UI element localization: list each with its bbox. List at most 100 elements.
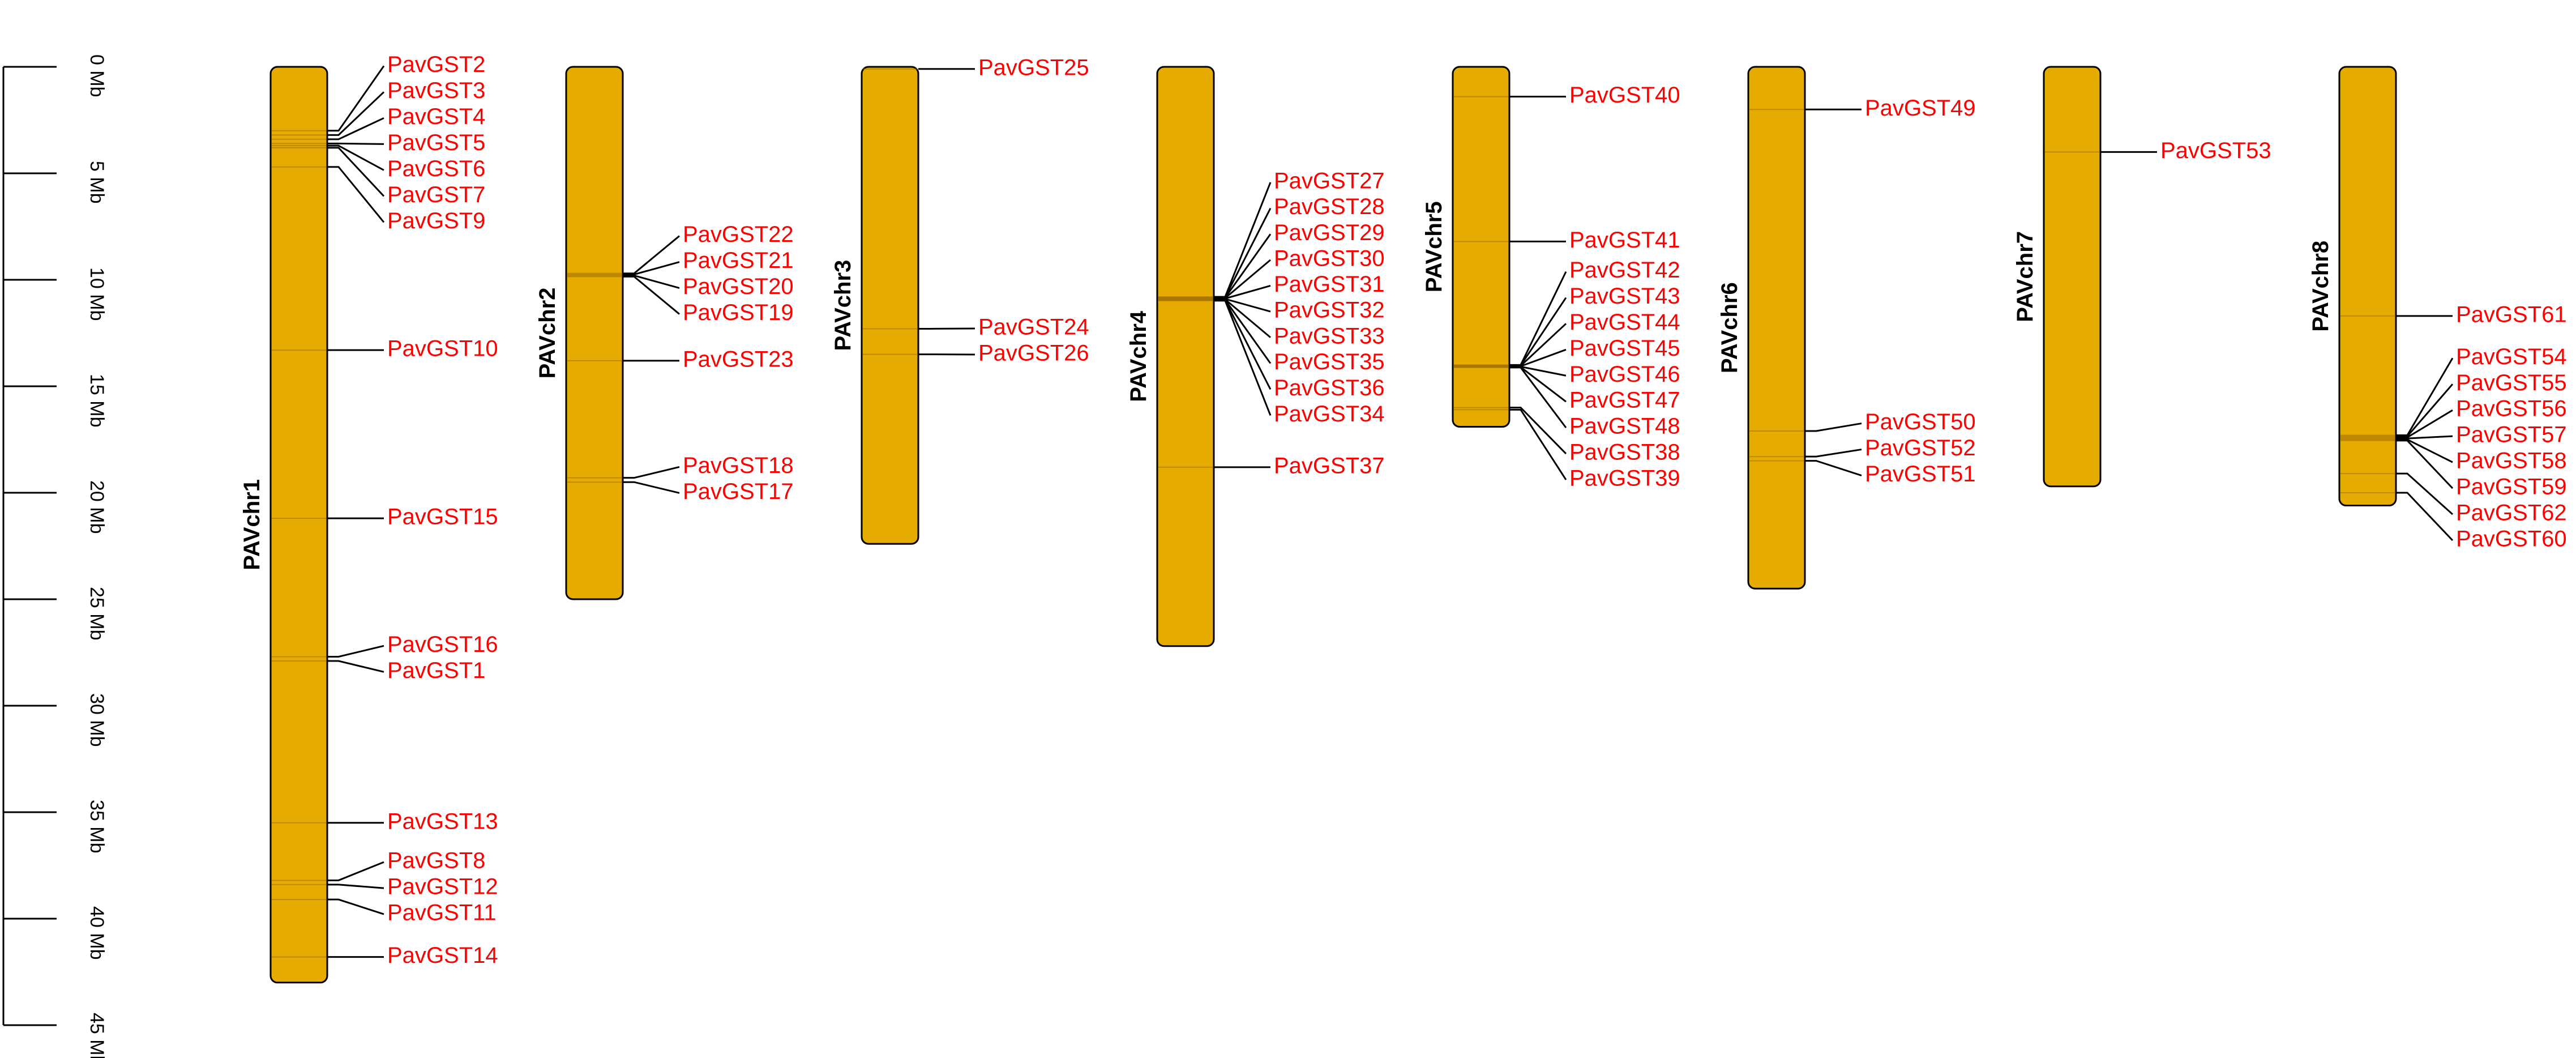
gene-label: PavGST36 [1274, 376, 1385, 400]
chromosome-pavchr5: PAVchr5PavGST40PavGST41PavGST42PavGST43P… [1422, 66, 1680, 491]
chromosome-label: PAVchr8 [2308, 241, 2333, 332]
chromosome-body [2043, 66, 2102, 488]
gene-label: PavGST4 [387, 104, 485, 129]
gene-leader-line [2396, 472, 2454, 515]
gene-leader-line [623, 235, 680, 275]
gene-leader-line [327, 660, 384, 673]
gene-label: PavGST59 [2456, 475, 2567, 500]
gene-leader-line [623, 481, 680, 494]
gene-leader-line [1805, 460, 1862, 476]
gene-label: PavGST37 [1274, 453, 1385, 478]
chromosome-label: PAVchr3 [831, 260, 855, 351]
chromosome-body [1747, 66, 1806, 590]
scale-tick-label: 10 Mb [86, 267, 108, 321]
gene-leader-line [2396, 435, 2453, 440]
gene-leader-line [327, 884, 384, 889]
gene-leader-line [2396, 440, 2454, 489]
gene-leader-line [327, 65, 385, 132]
gene-label: PavGST24 [978, 315, 1089, 340]
gene-leader-line [327, 861, 384, 881]
gene-label: PavGST26 [978, 341, 1089, 366]
gene-label: PavGST43 [1569, 284, 1680, 309]
gene-label: PavGST23 [683, 347, 794, 372]
scale-tick-label: 0 Mb [86, 54, 108, 97]
gene-leader-line [1805, 423, 1862, 432]
gene-label: PavGST50 [1865, 409, 1976, 434]
gene-label: PavGST16 [387, 632, 498, 657]
gene-label: PavGST62 [2456, 501, 2567, 526]
gene-label: PavGST30 [1274, 246, 1385, 271]
gene-leader-line [1214, 298, 1271, 338]
gene-leader-line [623, 261, 680, 276]
gene-leader-line [2396, 409, 2453, 438]
gene-label: PavGST13 [387, 809, 498, 834]
chromosome-label: PAVchr6 [1717, 282, 1742, 373]
gene-leader-line [2396, 492, 2454, 541]
scale-tick-label: 15 Mb [86, 374, 108, 428]
gene-label: PavGST55 [2456, 370, 2567, 395]
gene-label: PavGST47 [1569, 388, 1680, 413]
scale-tick-label: 35 Mb [86, 800, 108, 854]
gene-leader-line [1509, 407, 1567, 455]
scale-tick-label: 5 Mb [86, 161, 108, 204]
gene-label: PavGST14 [387, 943, 498, 968]
gene-label: PavGST34 [1274, 402, 1385, 426]
gene-label: PavGST10 [387, 336, 498, 361]
gene-label: PavGST6 [387, 156, 485, 181]
gene-label: PavGST3 [387, 78, 485, 103]
gene-leader-line [327, 142, 384, 145]
gene-leader-line [623, 466, 680, 479]
gene-leader-line [1805, 449, 1862, 458]
chromosome-body [565, 66, 624, 600]
gene-label: PavGST1 [387, 658, 485, 683]
gene-label: PavGST48 [1569, 414, 1680, 439]
gene-label: PavGST54 [2456, 344, 2567, 369]
gene-label: PavGST45 [1569, 336, 1680, 361]
scale-tick-label: 45 Mb [86, 1013, 108, 1058]
gene-label: PavGST46 [1569, 362, 1680, 387]
gene-label: PavGST44 [1569, 310, 1680, 335]
gene-label: PavGST40 [1569, 83, 1680, 108]
chromosome-body [2338, 66, 2397, 507]
gene-label: PavGST8 [387, 848, 485, 873]
gene-label: PavGST17 [683, 479, 794, 504]
gene-leader-line [1509, 366, 1567, 403]
gene-label: PavGST51 [1865, 462, 1976, 487]
chromosome-label: PAVchr4 [1126, 310, 1151, 402]
gene-label: PavGST35 [1274, 349, 1385, 374]
gene-label: PavGST58 [2456, 449, 2567, 473]
chromosome-label: PAVchr1 [239, 479, 264, 570]
gene-label: PavGST22 [683, 222, 794, 247]
gene-label: PavGST12 [387, 874, 498, 899]
chromosome-pavchr1: PAVchr1PavGST2PavGST3PavGST4PavGST5PavGS… [239, 52, 498, 984]
chromosome-label: PAVchr7 [2013, 231, 2038, 322]
chromosome-label: PAVchr2 [535, 288, 560, 379]
gene-label: PavGST57 [2456, 423, 2567, 447]
scale-tick-label: 20 Mb [86, 480, 108, 534]
gene-label: PavGST21 [683, 248, 794, 273]
gene-leader-line [327, 147, 385, 197]
gene-label: PavGST5 [387, 130, 485, 155]
gene-label: PavGST9 [387, 208, 485, 233]
chromosome-pavchr2: PAVchr2PavGST22PavGST21PavGST20PavGST19P… [535, 66, 794, 600]
gene-label: PavGST56 [2456, 396, 2567, 421]
scale-tick-label: 25 Mb [86, 587, 108, 641]
gene-label: PavGST60 [2456, 527, 2567, 552]
gene-label: PavGST39 [1569, 466, 1680, 491]
gene-leader-line [327, 91, 385, 136]
gene-label: PavGST20 [683, 274, 794, 299]
gene-label: PavGST25 [978, 55, 1089, 80]
scale-tick-label: 40 Mb [86, 906, 108, 960]
chromosome-body [1452, 66, 1510, 428]
chromosomes: PAVchr1PavGST2PavGST3PavGST4PavGST5PavGS… [239, 52, 2567, 984]
gene-leader-line [327, 144, 384, 171]
gene-leader-line [2396, 383, 2454, 437]
gene-label: PavGST53 [2160, 138, 2271, 163]
chromosome-label: PAVchr5 [1422, 201, 1447, 292]
gene-label: PavGST29 [1274, 220, 1385, 245]
gene-leader-line [623, 274, 680, 289]
gene-label: PavGST18 [683, 453, 794, 478]
